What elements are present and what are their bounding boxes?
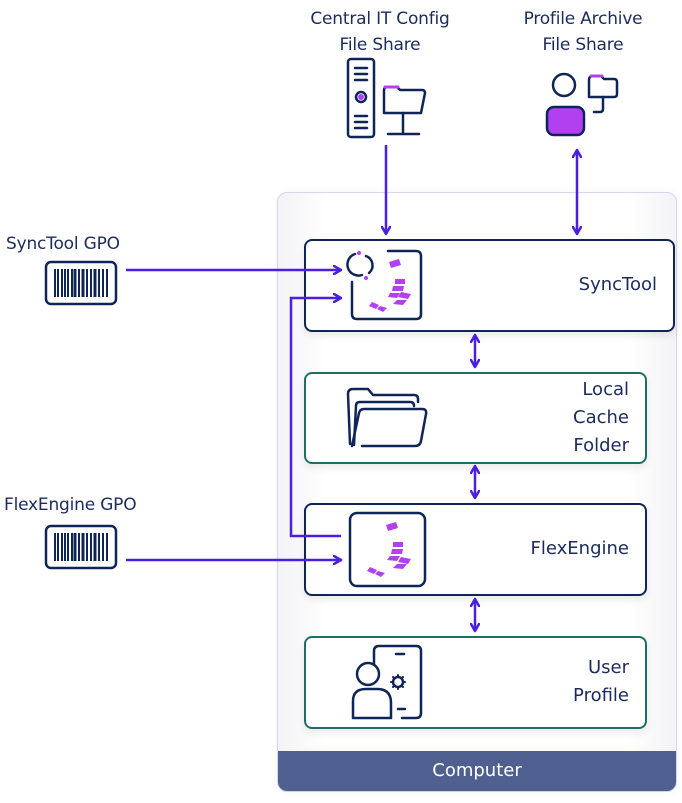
user-device-settings-icon: [351, 644, 423, 720]
flexengine-gpo-label: FlexEngine GPO: [4, 495, 137, 515]
flexengine-box[interactable]: FlexEngine: [304, 503, 647, 596]
central-it-label-line1: Central IT Config: [310, 9, 450, 29]
central-it-label-line2: File Share: [339, 35, 421, 55]
local-cache-label: Local Cache Folder: [573, 376, 629, 460]
arrow-flexengine-loop-to-synctool: [289, 298, 341, 538]
synctool-icon: [346, 249, 423, 321]
local-cache-label-line2: Cache: [573, 407, 629, 428]
computer-footer: Computer: [278, 751, 676, 791]
local-cache-folder-box[interactable]: Local Cache Folder: [304, 372, 647, 464]
profile-archive-label-line1: Profile Archive: [523, 9, 643, 29]
user-profile-label-line2: Profile: [573, 685, 629, 706]
central-it-config-label: Central IT Config File Share: [290, 6, 470, 58]
local-cache-label-line3: Folder: [573, 435, 629, 456]
synctool-label: SyncTool: [578, 274, 657, 295]
server-folder-icon: [346, 57, 427, 139]
user-profile-label: User Profile: [573, 654, 629, 710]
user-folder-icon: [545, 72, 619, 137]
local-cache-label-line1: Local: [582, 379, 629, 400]
profile-archive-label: Profile Archive File Share: [488, 6, 678, 58]
synctool-gpo-barcode-icon: [44, 260, 118, 306]
flexengine-gpo-barcode-icon: [44, 524, 118, 570]
user-profile-label-line1: User: [587, 657, 629, 678]
profile-archive-label-line2: File Share: [542, 35, 624, 55]
open-folder-icon: [346, 387, 428, 448]
flexengine-label: FlexEngine: [530, 538, 629, 559]
synctool-box[interactable]: SyncTool: [304, 239, 675, 332]
synctool-gpo-label: SyncTool GPO: [6, 234, 120, 254]
flexengine-icon: [348, 511, 427, 588]
